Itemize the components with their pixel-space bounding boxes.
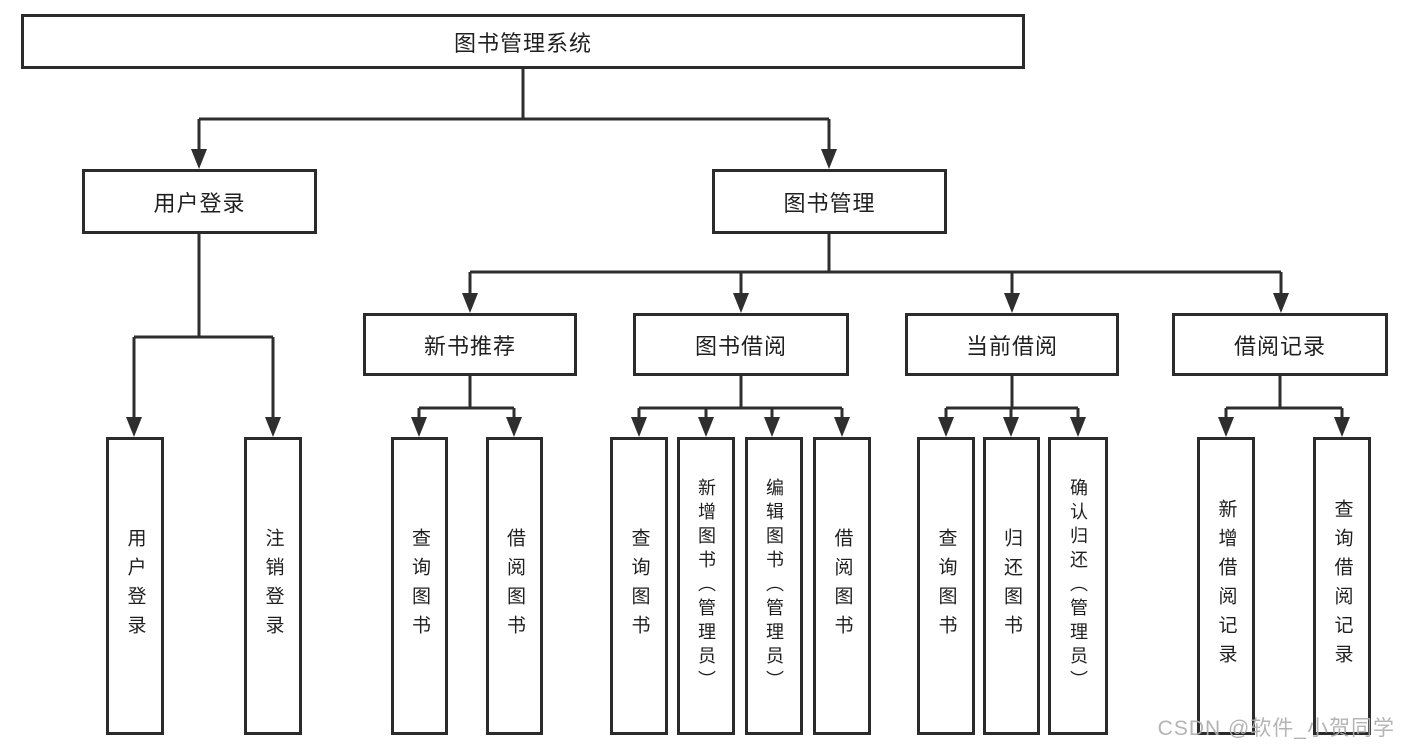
arrow-down-icon: [834, 417, 850, 437]
arrow-down-icon: [191, 149, 207, 169]
node-label: 查询图书: [628, 528, 650, 644]
node-label: 图书借阅: [694, 333, 787, 359]
arrow-down-icon: [462, 293, 478, 313]
node-book-borrowing: 图书借阅: [633, 313, 849, 376]
leaf-add-books-admin: 新增图书（管理员）: [677, 437, 735, 735]
arrow-down-icon: [506, 417, 522, 437]
arrow-down-icon: [1218, 417, 1234, 437]
node-user-login: 用户登录: [82, 169, 317, 234]
connector-book-borrow-children: [637, 376, 844, 420]
leaf-logout: 注销登录: [244, 437, 302, 735]
csdn-watermark: CSDN @软件_小贺同学: [1157, 717, 1395, 740]
arrow-down-icon: [411, 417, 427, 437]
arrow-down-icon: [1334, 417, 1350, 437]
node-label: 归还图书: [1001, 528, 1022, 644]
arrow-down-icon: [764, 417, 780, 437]
node-label: 借阅记录: [1233, 333, 1326, 359]
leaf-query-books-borrowing: 查询图书: [610, 437, 668, 735]
node-library-system: 图书管理系统: [21, 14, 1025, 69]
connector-root-to-level2: [197, 68, 831, 152]
connector-user-login-children: [132, 234, 275, 420]
arrow-down-icon: [126, 417, 142, 437]
leaf-add-borrow-record: 新增借阅记录: [1197, 437, 1255, 735]
leaf-query-books-current: 查询图书: [917, 437, 975, 735]
arrowheads: [126, 149, 1350, 437]
arrow-down-icon: [265, 417, 281, 437]
node-label: 确认归还（管理员）: [1068, 478, 1088, 694]
connector-book-management-children: [468, 234, 1283, 296]
arrow-down-icon: [698, 417, 714, 437]
node-label: 图书管理系统: [453, 30, 592, 56]
leaf-borrow-books-borrowing: 借阅图书: [813, 437, 871, 735]
node-label: 借阅图书: [504, 528, 525, 644]
leaf-confirm-return-admin: 确认归还（管理员）: [1048, 437, 1108, 735]
leaf-return-books: 归还图书: [983, 437, 1040, 735]
arrow-down-icon: [1070, 417, 1086, 437]
arrow-down-icon: [821, 149, 837, 169]
leaf-query-books-recommend: 查询图书: [391, 437, 448, 735]
node-book-management: 图书管理: [712, 169, 947, 234]
node-label: 新增图书（管理员）: [696, 478, 716, 694]
node-label: 查询图书: [409, 528, 430, 644]
node-label: 新书推荐: [423, 333, 516, 359]
leaf-query-borrow-record: 查询借阅记录: [1313, 437, 1371, 735]
node-label: 查询借阅记录: [1331, 499, 1353, 673]
leaf-borrow-books-recommend: 借阅图书: [486, 437, 543, 735]
node-label: 用户登录: [153, 190, 246, 216]
arrow-down-icon: [631, 417, 647, 437]
node-borrowing-records: 借阅记录: [1172, 313, 1388, 376]
arrow-down-icon: [733, 293, 749, 313]
connector-new-book-children: [417, 376, 516, 420]
node-label: 编辑图书（管理员）: [764, 478, 784, 694]
node-label: 当前借阅: [965, 333, 1058, 359]
node-current-borrowing: 当前借阅: [905, 313, 1119, 376]
node-label: 新增借阅记录: [1215, 499, 1237, 673]
arrow-down-icon: [938, 417, 954, 437]
leaf-user-login: 用户登录: [106, 437, 164, 735]
connector-borrow-record-children: [1224, 376, 1344, 420]
arrow-down-icon: [1273, 293, 1289, 313]
node-label: 查询图书: [935, 528, 957, 644]
arrow-down-icon: [1004, 293, 1020, 313]
node-label: 用户登录: [124, 528, 146, 644]
leaf-edit-books-admin: 编辑图书（管理员）: [745, 437, 803, 735]
node-label: 借阅图书: [831, 528, 853, 644]
node-new-book-recommendation: 新书推荐: [363, 313, 577, 376]
node-label: 图书管理: [783, 190, 876, 216]
arrow-down-icon: [1003, 417, 1019, 437]
node-label: 注销登录: [262, 528, 284, 644]
connector-current-borrow-children: [944, 376, 1080, 420]
